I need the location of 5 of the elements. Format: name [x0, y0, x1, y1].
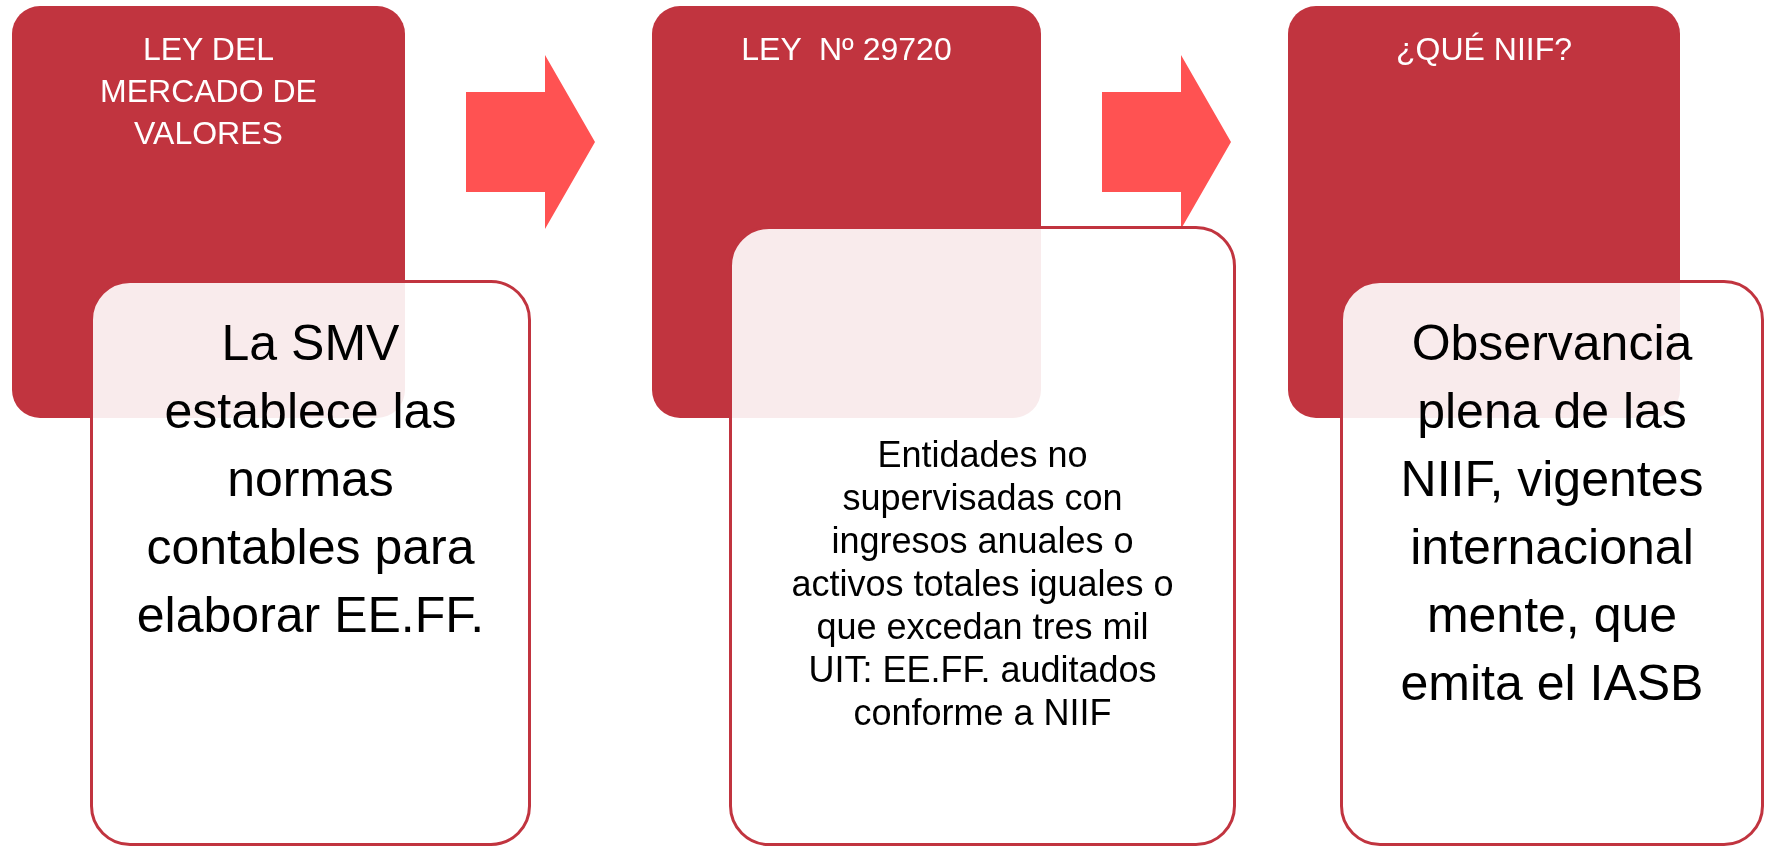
block-arrow [1102, 55, 1231, 229]
content-box: La SMV establece las normas contables para elaborar EE.FF. [90, 280, 531, 846]
content-box: Observancia plena de las NIIF, vigentes internacional mente, que emita el IASB [1340, 280, 1764, 846]
block-arrow [466, 55, 595, 229]
content-box: Entidades no supervisadas con ingresos anuales o activos totales iguales o que excedan tres mil UIT: EE.FF. auditados conforme a NIIF [729, 226, 1236, 846]
